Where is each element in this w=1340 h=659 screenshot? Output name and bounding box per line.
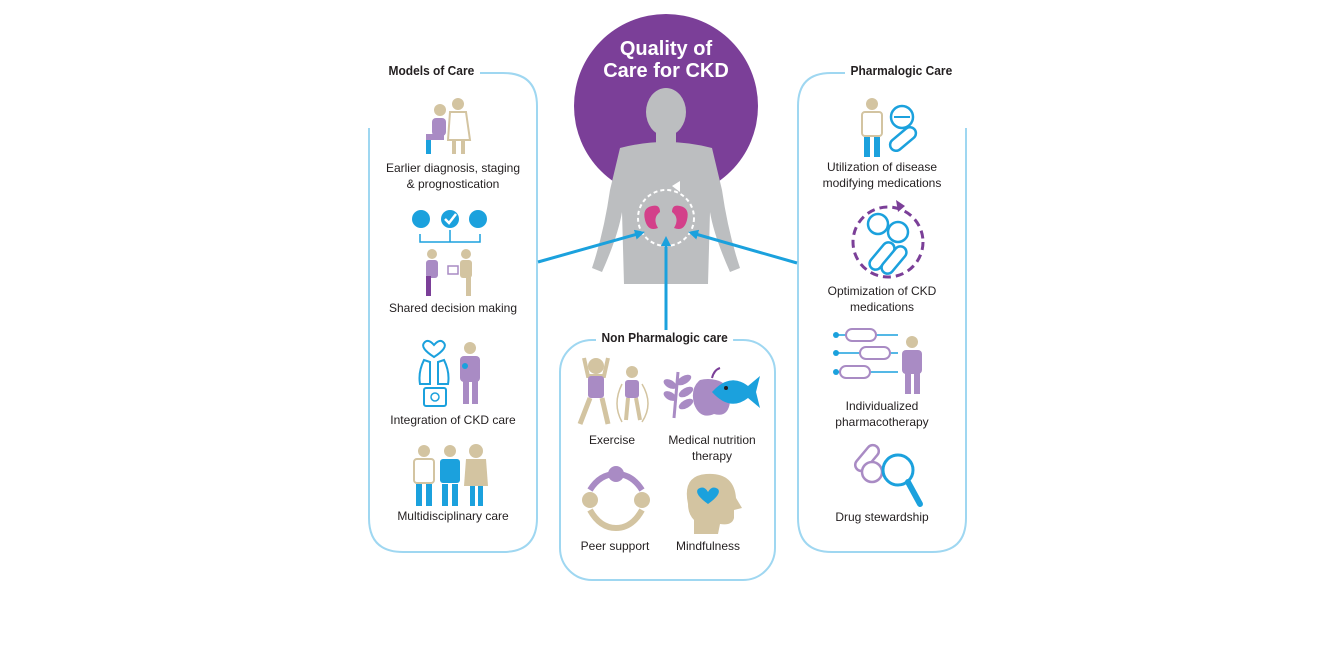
nonpharm-item-mindfulness: Mindfulness bbox=[662, 538, 754, 554]
medication-optimization-icon bbox=[851, 200, 925, 279]
models-item-diagnosis-line2: & prognostication bbox=[406, 177, 500, 191]
models-item-shared-decision-line1: Shared decision making bbox=[388, 301, 518, 315]
models-of-care-panel bbox=[368, 72, 538, 553]
peer-support-icon bbox=[582, 466, 650, 532]
pharmacologic-care-title: Pharmalogic Care bbox=[845, 63, 958, 78]
human-silhouette bbox=[592, 88, 740, 284]
arrow-from-pharmacologic bbox=[688, 229, 798, 265]
models-item-multidisciplinary-line1: Multidisciplinary care bbox=[397, 509, 509, 523]
pharm-item-individualized: Individualized pharmacotherapy bbox=[802, 398, 962, 430]
pharm-item-optimization-line1: Optimization of CKD bbox=[827, 284, 937, 298]
nonpharm-item-exercise-line1: Exercise bbox=[588, 433, 635, 447]
nonpharm-item-peer-support: Peer support bbox=[566, 538, 664, 554]
individualized-pharmacotherapy-icon bbox=[833, 328, 922, 394]
kidneys-icon bbox=[637, 181, 695, 247]
arrow-from-models bbox=[537, 229, 645, 264]
center-title-line2: Care for CKD bbox=[603, 60, 729, 82]
nonpharm-item-nutrition-line1: Medical nutrition bbox=[668, 433, 756, 447]
pharm-item-individualized-line2: pharmacotherapy bbox=[835, 415, 929, 429]
models-item-integration: Integration of CKD care bbox=[373, 412, 533, 428]
drug-stewardship-icon bbox=[853, 443, 923, 507]
integration-of-care-icon bbox=[418, 339, 480, 407]
care-team-icon bbox=[413, 444, 488, 506]
nutrition-icon bbox=[663, 367, 760, 419]
doctor-with-pills-icon bbox=[861, 98, 918, 157]
pharm-item-disease-modifying-line1: Utilization of disease bbox=[826, 160, 938, 174]
models-item-shared-decision: Shared decision making bbox=[373, 300, 533, 316]
pharm-item-stewardship-line1: Drug stewardship bbox=[835, 510, 929, 524]
nonpharm-item-mindfulness-line1: Mindfulness bbox=[675, 539, 741, 553]
pharm-item-optimization-line2: medications bbox=[849, 300, 915, 314]
center-title-line1: Quality of bbox=[619, 38, 713, 60]
pharm-item-disease-modifying-line2: modifying medications bbox=[822, 176, 942, 190]
nonpharm-item-nutrition: Medical nutrition therapy bbox=[656, 432, 768, 464]
pharm-item-optimization: Optimization of CKD medications bbox=[802, 283, 962, 315]
nonpharm-item-peer-support-line1: Peer support bbox=[580, 539, 650, 553]
shared-decision-icon bbox=[412, 210, 487, 296]
doctor-examining-patient-icon bbox=[426, 98, 472, 154]
models-item-diagnosis: Earlier diagnosis, staging & prognostica… bbox=[373, 160, 533, 192]
models-of-care-title: Models of Care bbox=[383, 63, 480, 78]
models-item-diagnosis-line1: Earlier diagnosis, staging bbox=[385, 161, 521, 175]
pharm-item-disease-modifying: Utilization of disease modifying medicat… bbox=[802, 159, 962, 191]
pharm-item-individualized-line1: Individualized bbox=[845, 399, 919, 413]
center-title: Quality of Care for CKD bbox=[574, 38, 758, 82]
mindfulness-icon bbox=[686, 473, 742, 534]
exercise-icon bbox=[577, 357, 649, 425]
nonpharm-item-exercise: Exercise bbox=[566, 432, 658, 448]
pharmacologic-care-panel bbox=[797, 72, 967, 553]
non-pharmacologic-care-title: Non Pharmalogic care bbox=[596, 330, 734, 345]
models-item-integration-line1: Integration of CKD care bbox=[390, 413, 516, 427]
pharm-item-stewardship: Drug stewardship bbox=[802, 509, 962, 525]
nonpharm-item-nutrition-line2: therapy bbox=[691, 449, 733, 463]
models-item-multidisciplinary: Multidisciplinary care bbox=[373, 508, 533, 524]
